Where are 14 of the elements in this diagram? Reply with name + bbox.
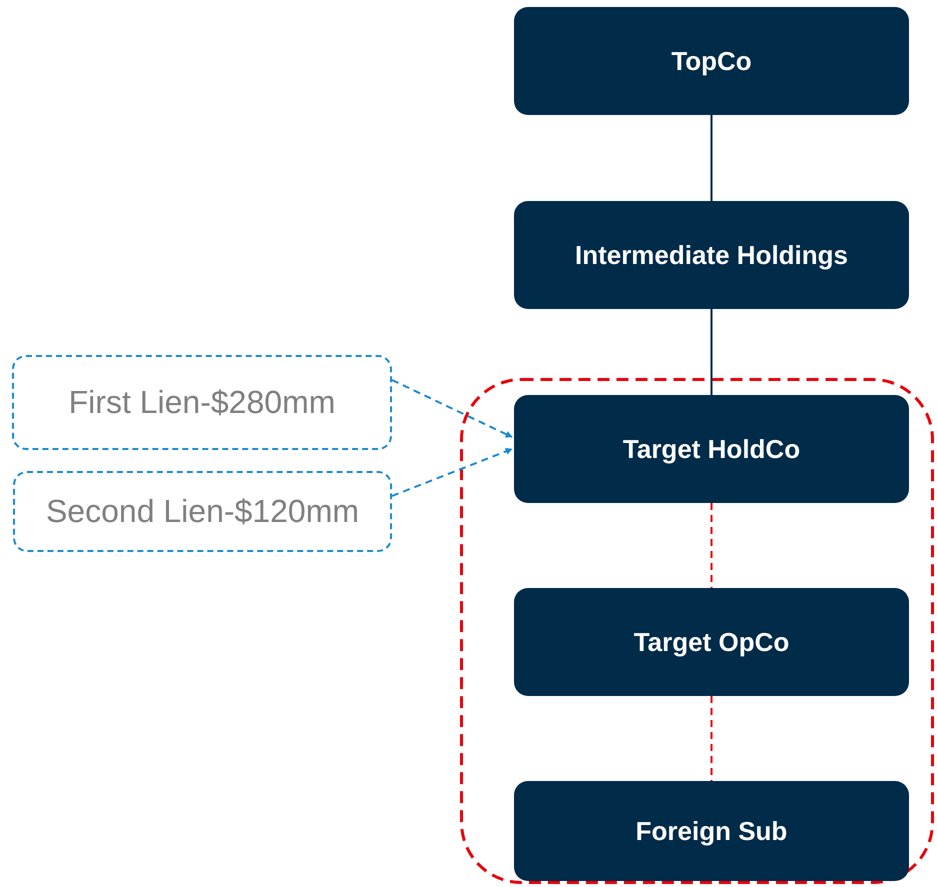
arrow — [392, 379, 513, 438]
lien-box: Second Lien-$120mm — [13, 471, 392, 552]
connector-line — [710, 696, 712, 781]
entity-box: TopCo — [514, 7, 909, 115]
entity-box: Intermediate Holdings — [514, 201, 909, 309]
entity-box: Target HoldCo — [514, 395, 909, 503]
arrow — [392, 448, 513, 497]
connector-line — [710, 309, 712, 395]
entity-box: Target OpCo — [514, 588, 909, 696]
connector-line — [710, 115, 712, 201]
entity-box: Foreign Sub — [514, 781, 909, 881]
dashed-group-outline — [460, 378, 934, 884]
connector-line — [710, 503, 712, 588]
lien-box: First Lien-$280mm — [12, 355, 392, 450]
